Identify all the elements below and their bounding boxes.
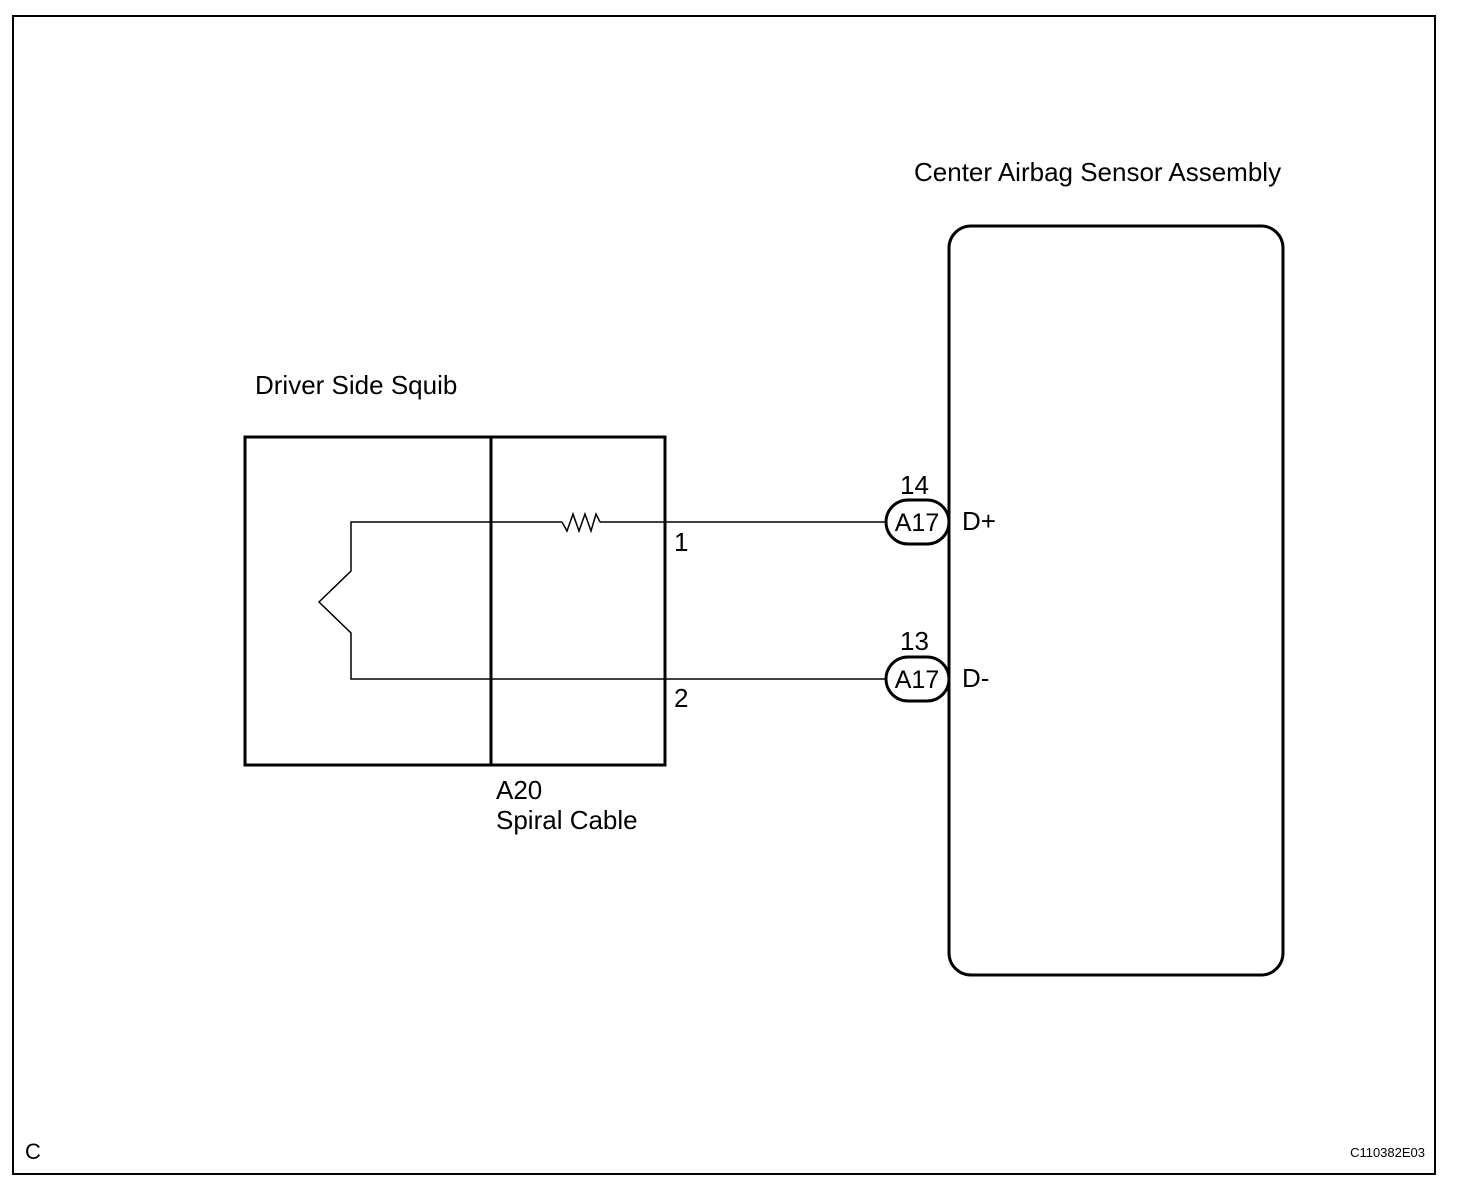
spiral-cable-name: Spiral Cable [496,805,638,835]
pin-2-label: 2 [674,683,688,713]
connector-oval-d-minus [884,655,951,703]
terminal-signal-d-minus: D- [962,663,989,693]
diagram-frame [12,15,1436,1175]
corner-letter: C [25,1139,41,1164]
terminal-signal-d-plus: D+ [962,506,996,536]
pin-1-label: 1 [674,527,688,557]
squib-box [243,435,667,767]
squib-title: Driver Side Squib [255,370,457,400]
terminal-connector-d-minus: A17 [895,666,939,694]
resistor-symbol [561,511,601,534]
squib-wire-top [317,521,665,680]
spiral-cable-connector: A20 [496,775,542,805]
sensor-title: Center Airbag Sensor Assembly [914,157,1281,187]
figure-code: C110382E03 [1350,1145,1425,1160]
terminal-pin-14: 14 [900,470,929,500]
sensor-box [947,224,1285,977]
terminal-pin-13: 13 [900,626,929,656]
connector-oval-d-plus [884,498,951,546]
terminal-connector-d-plus: A17 [895,509,939,537]
